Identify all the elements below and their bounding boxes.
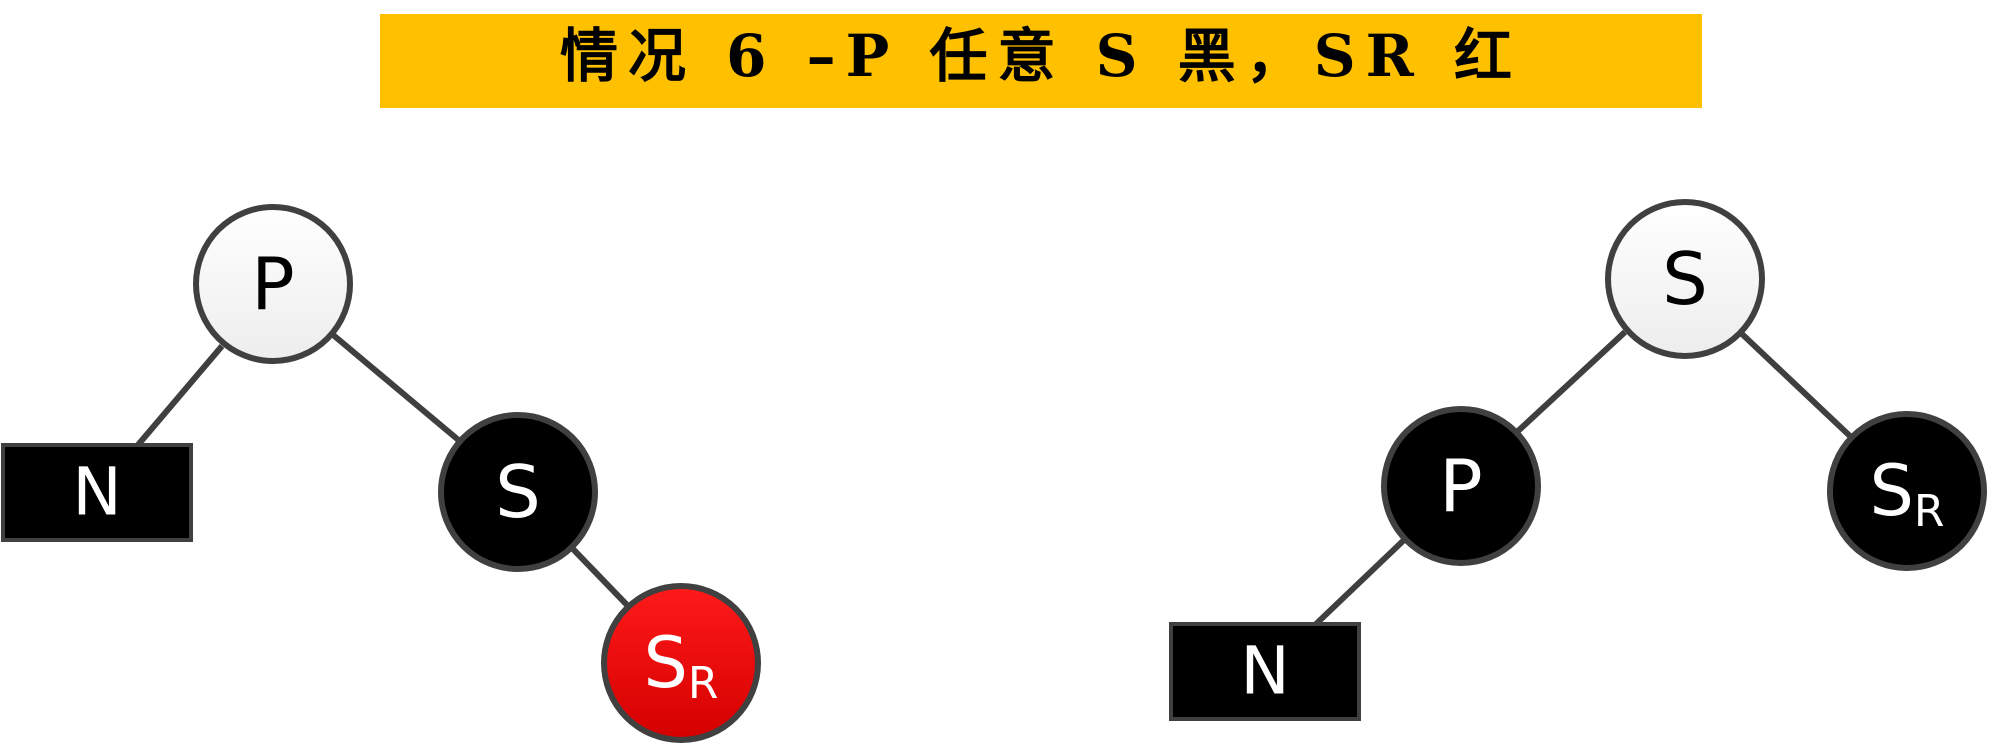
node-s-circle	[438, 412, 598, 572]
edge-p-n	[129, 344, 225, 454]
node-n-label: N	[72, 454, 121, 531]
node-p-label: P	[251, 242, 294, 326]
node-s-root-circle	[1605, 199, 1765, 359]
edge-s-sr	[1739, 331, 1854, 440]
node-p: P	[193, 204, 353, 364]
node-s-root-label: S	[1662, 237, 1708, 321]
node-sr-black: SR	[1827, 411, 1987, 571]
node-s: S	[438, 412, 598, 572]
node-sr-subscript: R	[688, 658, 719, 709]
tree-before-edges	[129, 331, 631, 609]
edge-s-p	[1514, 329, 1628, 435]
node-n: N	[1, 443, 193, 542]
node-p-black-label: P	[1439, 444, 1482, 528]
node-sr-black-subscript: R	[1914, 486, 1945, 537]
node-n-after-label: N	[1240, 633, 1289, 710]
node-s-root: S	[1605, 199, 1765, 359]
node-sr-black-label: SR	[1869, 450, 1944, 537]
tree-before: P N S SR	[1, 204, 761, 743]
tree-after-edges	[1313, 329, 1854, 627]
node-sr-circle	[601, 583, 761, 743]
edge-p-n	[1313, 537, 1407, 627]
node-sr-label: SR	[643, 622, 718, 709]
title-text: 情况 6 –P 任意 S 黑，SR 红	[560, 22, 1522, 90]
node-sr-black-circle	[1827, 411, 1987, 571]
edge-s-sr	[569, 545, 631, 609]
node-sr: SR	[601, 583, 761, 743]
node-s-label: S	[495, 450, 541, 534]
node-sr-black-main: S	[1869, 450, 1913, 532]
node-p-circle	[193, 204, 353, 364]
node-n-after: N	[1169, 622, 1361, 721]
node-sr-main: S	[643, 622, 687, 704]
node-n-box	[1, 443, 193, 542]
title-banner: 情况 6 –P 任意 S 黑，SR 红	[380, 14, 1702, 108]
title-background	[380, 14, 1702, 108]
node-p-black-circle	[1381, 406, 1541, 566]
tree-after: S P SR N	[1169, 199, 1987, 721]
edge-p-s	[330, 331, 464, 446]
node-p-black: P	[1381, 406, 1541, 566]
node-n-after-box	[1169, 622, 1361, 721]
